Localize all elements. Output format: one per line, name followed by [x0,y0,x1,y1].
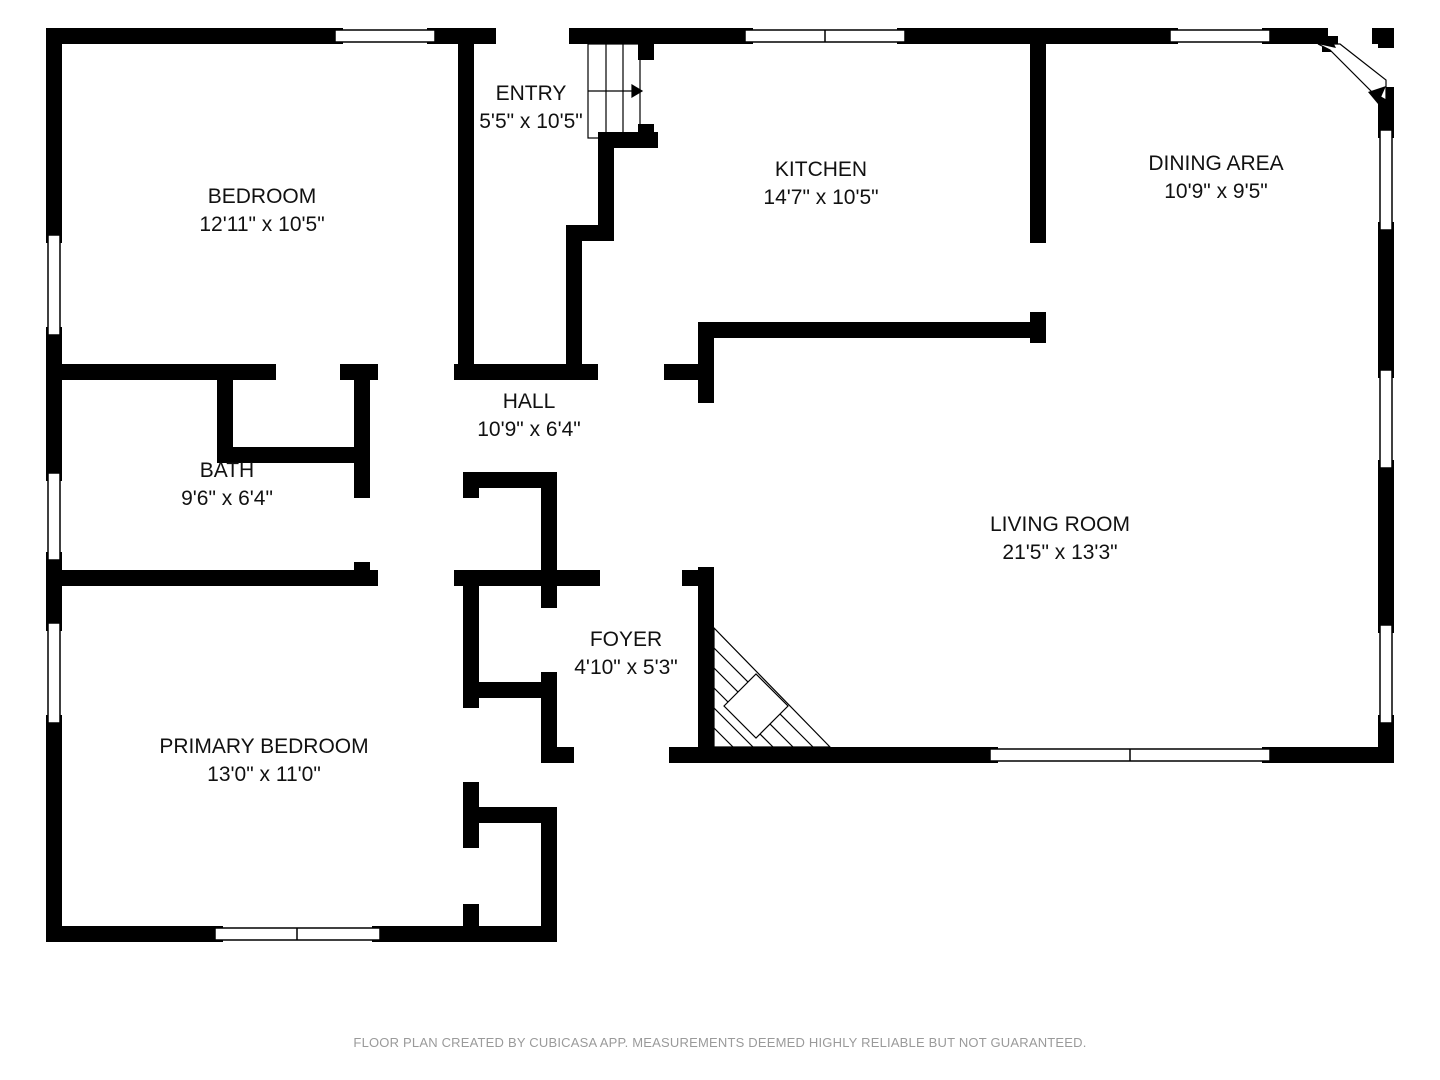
room-label-bath: BATH 9'6" x 6'4" [181,457,273,513]
room-size: 4'10" x 5'3" [574,656,678,679]
room-name: DINING AREA [1148,152,1284,175]
room-label-dining-area: DINING AREA 10'9" x 9'5" [1148,150,1283,206]
room-name: KITCHEN [774,158,868,181]
room-size: 14'7" x 10'5" [763,186,879,209]
room-label-hall: HALL 10'9" x 6'4" [477,388,581,444]
room-name: BEDROOM [207,185,317,208]
room-size: 21'5" x 13'3" [1002,541,1118,564]
fireplace-icon [713,626,832,748]
room-name: PRIMARY BEDROOM [159,735,369,758]
room-size: 9'6" x 6'4" [181,487,273,510]
room-size: 12'11" x 10'5" [199,213,325,236]
room-size: 10'9" x 9'5" [1164,180,1268,203]
room-label-entry: ENTRY 5'5" x 10'5" [479,80,583,136]
room-label-primary-bedroom: PRIMARY BEDROOM 13'0" x 11'0" [159,733,368,789]
windows [47,29,1393,941]
room-size: 10'9" x 6'4" [477,418,581,441]
room-size: 5'5" x 10'5" [479,110,583,133]
room-label-living-room: LIVING ROOM 21'5" x 13'3" [990,511,1130,567]
room-name: HALL [502,390,556,413]
room-label-foyer: FOYER 4'10" x 5'3" [574,626,678,682]
stairs [587,43,644,139]
room-name: LIVING ROOM [989,513,1131,536]
room-label-kitchen: KITCHEN 14'7" x 10'5" [763,156,878,212]
room-name: ENTRY [495,82,567,105]
room-name: BATH [199,459,255,482]
room-label-bedroom: BEDROOM 12'11" x 10'5" [199,183,324,239]
disclaimer-footer: FLOOR PLAN CREATED BY CUBICASA APP. MEAS… [353,1035,1087,1050]
walls [46,28,1394,942]
door-swing [1317,36,1387,104]
room-name: FOYER [589,628,663,651]
room-size: 13'0" x 11'0" [207,763,321,786]
